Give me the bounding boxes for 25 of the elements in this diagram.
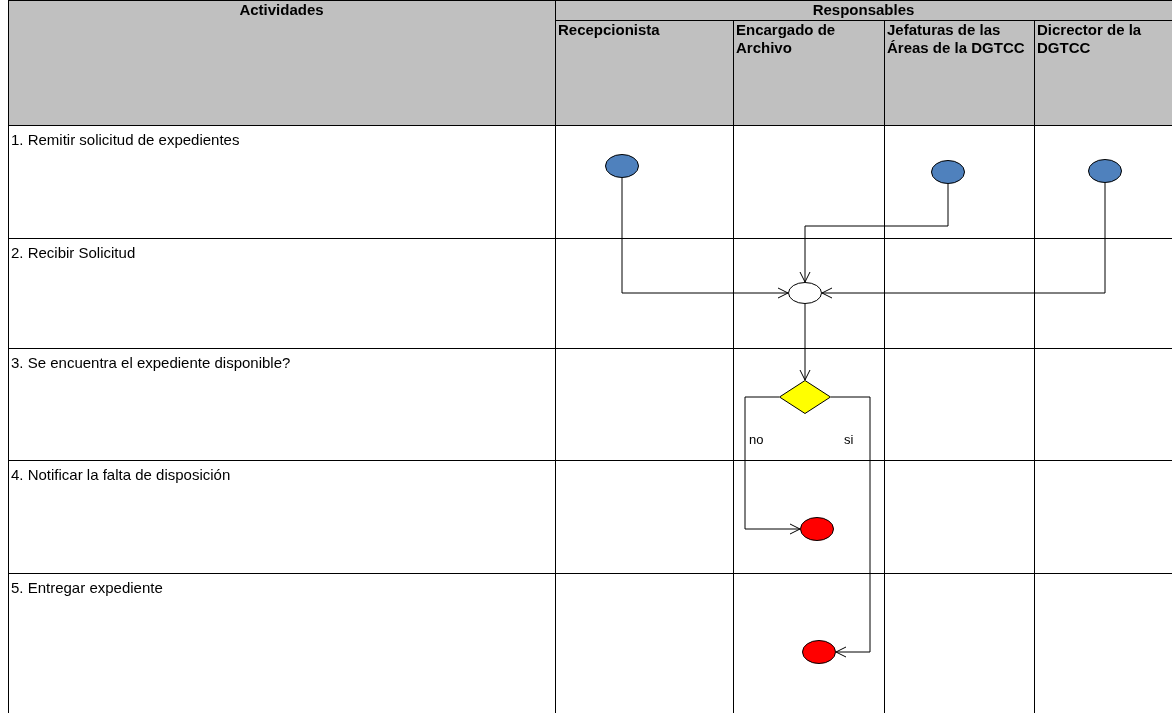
activity-text: 5. Entregar expediente: [11, 579, 164, 597]
connector-arrow: [830, 396, 871, 658]
oval-node: [931, 160, 965, 184]
column-header: Recepcionista: [558, 21, 661, 39]
connector-arrow: [799, 303, 811, 381]
oval-node: [800, 517, 834, 541]
connector-arrow: [799, 183, 949, 283]
oval-node: [1088, 159, 1122, 183]
activity-text: 4. Notificar la falta de disposición: [11, 466, 232, 484]
connector-arrow: [621, 177, 789, 299]
edge-label: si: [843, 433, 855, 447]
column-header: Responsables: [811, 1, 916, 19]
decision-diamond: [779, 380, 831, 414]
connector-arrow: [744, 396, 801, 535]
column-header: Dicrector de la DGTCC: [1037, 21, 1143, 57]
column-header: Encargado de Archivo: [736, 21, 837, 57]
column-header: Actividades: [238, 1, 325, 19]
oval-node: [605, 154, 639, 178]
oval-node: [788, 282, 822, 304]
activity-text: 3. Se encuentra el expediente disponible?: [11, 354, 292, 372]
connector-arrow: [821, 182, 1106, 299]
oval-node: [802, 640, 836, 664]
activity-text: 1. Remitir solicitud de expedientes: [11, 131, 241, 149]
column-header: Jefaturas de las Áreas de la DGTCC: [887, 21, 1026, 57]
activity-text: 2. Recibir Solicitud: [11, 244, 137, 262]
